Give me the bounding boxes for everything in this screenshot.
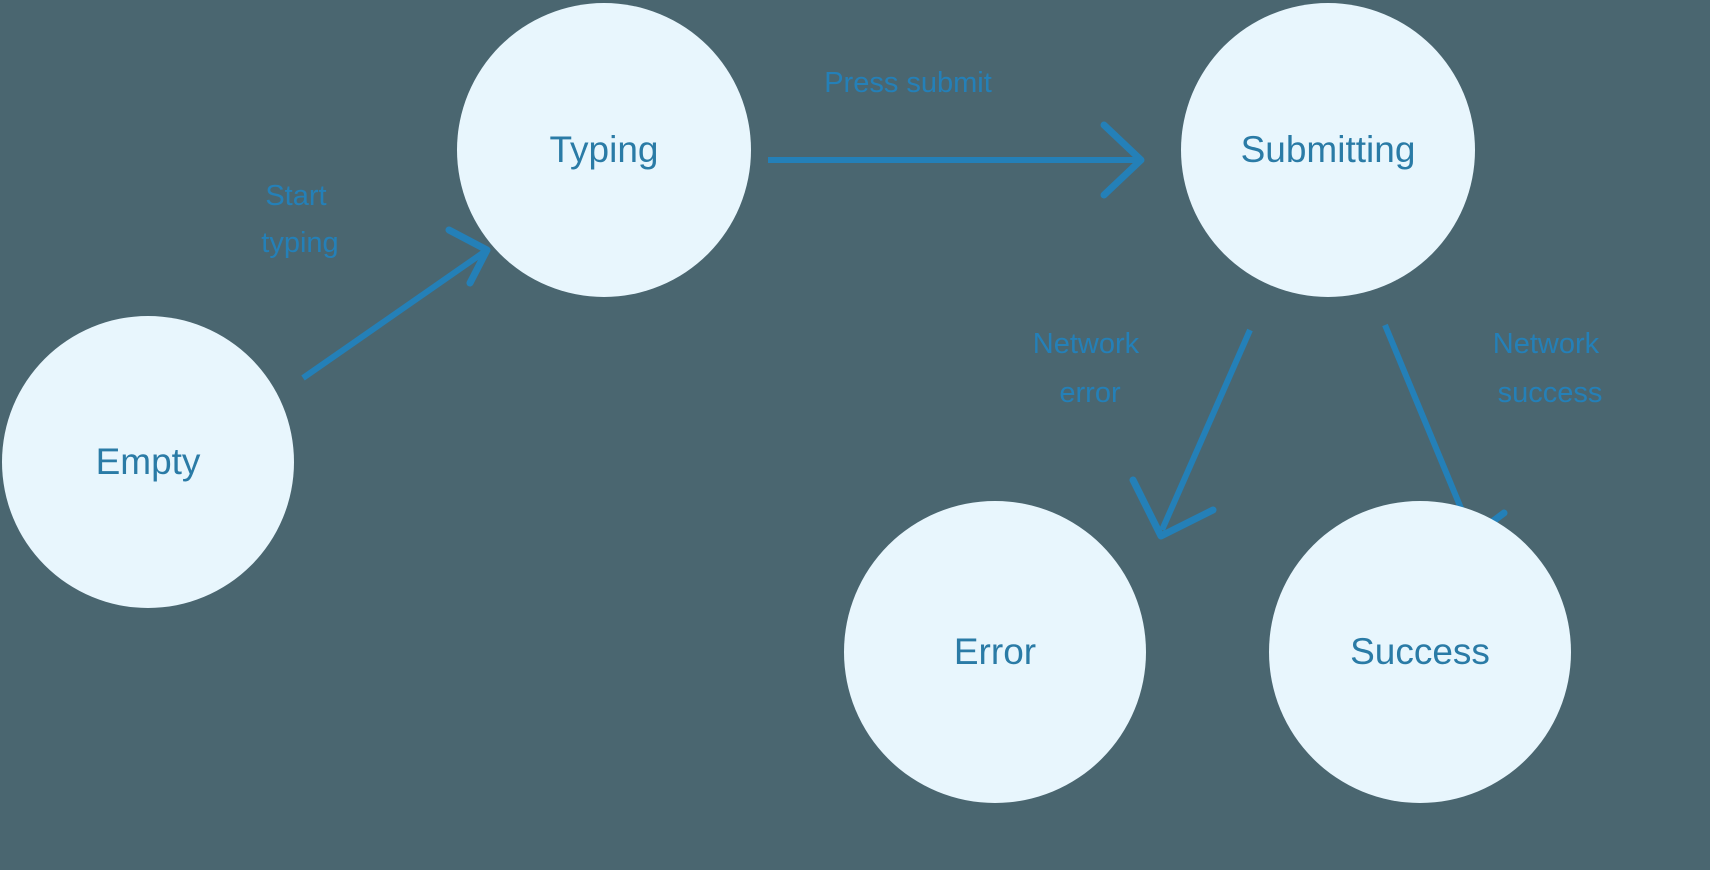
edge-label-line: success bbox=[1498, 377, 1603, 409]
edge-empty-to-typing[interactable]: Start typing bbox=[261, 180, 491, 381]
edge-typing-to-submitting[interactable]: Press submit bbox=[768, 67, 1145, 199]
edge-label-press-submit: Press submit bbox=[824, 67, 992, 99]
edge-line bbox=[1159, 328, 1253, 532]
nodes-layer: Empty Typing Submitting Error Success bbox=[2, 3, 1571, 803]
node-label-success: Success bbox=[1350, 631, 1490, 672]
arrowhead-icon bbox=[1129, 476, 1217, 540]
edge-label-network-error: Network error bbox=[1033, 328, 1147, 409]
edge-label-line: Press submit bbox=[824, 67, 992, 99]
arrowhead-icon bbox=[1100, 121, 1145, 199]
node-empty[interactable]: Empty bbox=[2, 316, 294, 608]
node-circle bbox=[1181, 3, 1475, 297]
arrowhead-icon bbox=[445, 226, 491, 287]
edge-label-line: Start bbox=[265, 180, 326, 212]
edge-label-line: typing bbox=[261, 227, 338, 259]
node-success[interactable]: Success bbox=[1269, 501, 1571, 803]
edge-label-line: error bbox=[1059, 377, 1121, 409]
node-circle bbox=[457, 3, 751, 297]
edge-label-network-success: Network success bbox=[1493, 328, 1607, 409]
node-label-typing: Typing bbox=[549, 129, 658, 170]
node-label-error: Error bbox=[954, 631, 1036, 672]
node-label-empty: Empty bbox=[96, 441, 201, 482]
edge-label-start-typing: Start typing bbox=[261, 180, 338, 259]
node-label-submitting: Submitting bbox=[1241, 129, 1416, 170]
edge-line bbox=[301, 247, 489, 381]
node-typing[interactable]: Typing bbox=[457, 3, 751, 297]
node-circle bbox=[844, 501, 1146, 803]
node-error[interactable]: Error bbox=[844, 501, 1146, 803]
edge-submitting-to-error[interactable]: Network error bbox=[1033, 328, 1253, 540]
node-circle bbox=[2, 316, 294, 608]
node-submitting[interactable]: Submitting bbox=[1181, 3, 1475, 297]
edge-label-line: Network bbox=[1493, 328, 1600, 360]
edge-label-line: Network bbox=[1033, 328, 1140, 360]
node-circle bbox=[1269, 501, 1571, 803]
edge-line bbox=[1382, 323, 1473, 532]
